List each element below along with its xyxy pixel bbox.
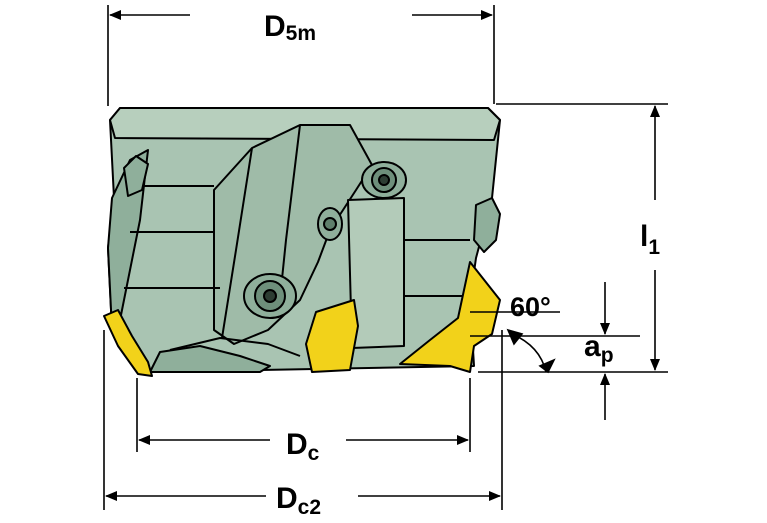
l1-label: l1	[640, 220, 660, 259]
screw-lower	[243, 273, 297, 319]
dim-dc2	[103, 330, 503, 510]
inserts	[103, 261, 501, 377]
insert-left	[103, 309, 153, 377]
screw-small	[317, 207, 343, 241]
insert-center	[305, 299, 359, 373]
right-notch	[473, 197, 501, 253]
dc2-label: Dc2	[276, 482, 321, 519]
dim-angle	[470, 311, 560, 374]
dim-d5m	[107, 5, 495, 106]
dc-label: Dc	[286, 428, 320, 465]
angle-arrowhead-bottom	[538, 358, 556, 374]
dim-ap	[470, 282, 640, 420]
d5m-label: D5m	[264, 10, 316, 45]
dim-dc	[136, 378, 471, 452]
left-notch	[123, 155, 149, 197]
lower-flute	[149, 345, 271, 373]
angle-arrowhead-top	[506, 328, 524, 346]
angle-label: 60°	[510, 292, 551, 322]
insert-right	[399, 261, 501, 373]
ap-label: ap	[584, 330, 614, 367]
dim-l1	[478, 103, 668, 373]
shoulder-ridge	[221, 147, 253, 339]
screw-upper	[361, 161, 407, 199]
lower-flute-2	[169, 337, 301, 357]
